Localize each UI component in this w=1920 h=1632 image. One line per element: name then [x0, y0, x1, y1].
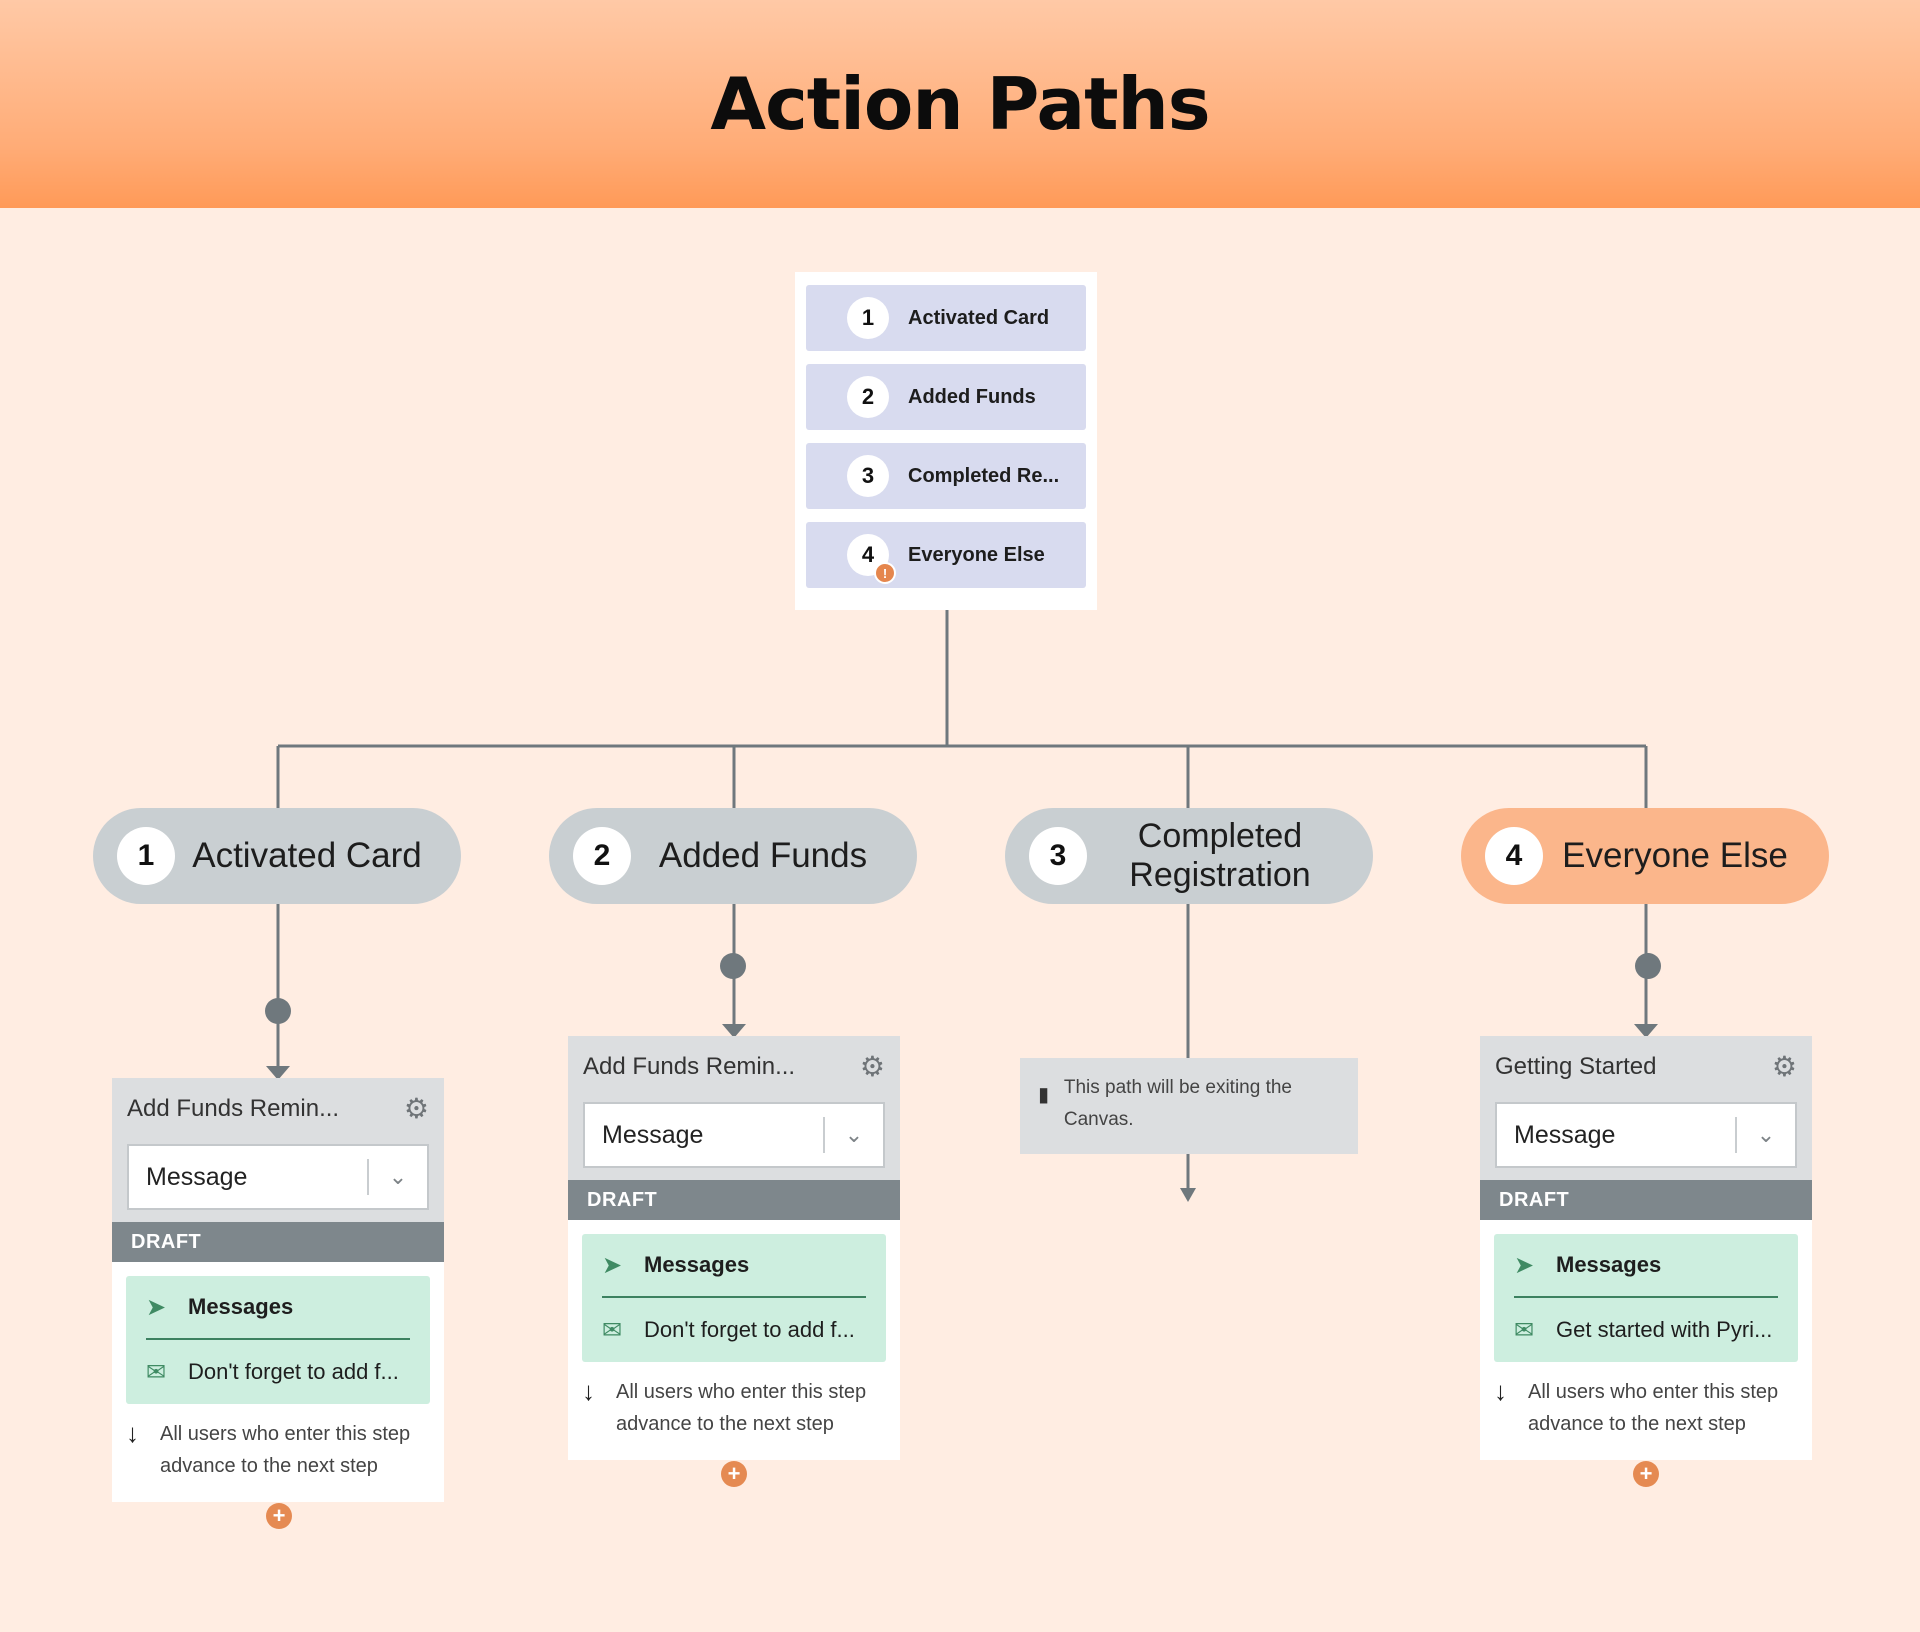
channel-select-value: Message	[602, 1120, 704, 1149]
path-item-added-funds[interactable]: 2 Added Funds	[806, 364, 1086, 430]
step-title: Add Funds Remin...	[127, 1095, 340, 1122]
exit-canvas-notice: ▮ This path will be exiting the Canvas.	[1020, 1058, 1358, 1154]
path-item-label: Activated Card	[908, 306, 1050, 329]
arrow-down-icon: ↓	[1494, 1376, 1507, 1406]
envelope-icon: ✉	[602, 1316, 623, 1344]
branch-label: Everyone Else	[1562, 835, 1788, 875]
advance-text: All users who enter this step advance to…	[160, 1423, 411, 1477]
path-number-badge: 2	[847, 376, 889, 418]
channel-select-value: Message	[1514, 1120, 1616, 1149]
messages-panel[interactable]: ➤ Messages ✉ Don't forget to add f...	[126, 1276, 430, 1404]
path-item-label: Added Funds	[908, 385, 1036, 408]
paper-plane-icon: ➤	[1514, 1251, 1535, 1279]
status-badge: DRAFT	[1480, 1180, 1812, 1220]
message-name: Don't forget to add f...	[644, 1317, 855, 1342]
step-title: Add Funds Remin...	[583, 1053, 796, 1080]
paper-plane-icon: ➤	[146, 1293, 167, 1321]
add-step-button[interactable]: +	[266, 1503, 292, 1529]
envelope-icon: ✉	[146, 1358, 167, 1386]
path-item-label: Completed Re...	[908, 464, 1060, 487]
chevron-down-icon: ⌄	[1756, 1122, 1776, 1147]
advance-text: All users who enter this step advance to…	[1528, 1381, 1779, 1435]
channel-select[interactable]: Message ⌄	[1495, 1102, 1797, 1168]
step-title: Getting Started	[1495, 1053, 1657, 1080]
channel-select-value: Message	[146, 1162, 248, 1191]
gear-icon[interactable]: ⚙	[403, 1093, 429, 1124]
arrow-down-icon: ↓	[126, 1418, 139, 1448]
action-paths-list: 1 Activated Card 2 Added Funds 3 Complet…	[795, 272, 1097, 610]
channel-select[interactable]: Message ⌄	[127, 1144, 429, 1210]
branch-number-badge: 2	[573, 827, 631, 885]
channel-select[interactable]: Message ⌄	[583, 1102, 885, 1168]
path-item-everyone-else[interactable]: 4! Everyone Else	[806, 522, 1086, 588]
path-number-badge: 1	[847, 297, 889, 339]
path-item-completed-registration[interactable]: 3 Completed Re...	[806, 443, 1086, 509]
branch-added-funds[interactable]: 2 Added Funds	[549, 808, 917, 904]
chevron-down-icon: ⌄	[388, 1164, 408, 1189]
path-item-label: Everyone Else	[908, 543, 1045, 566]
branch-number-badge: 3	[1029, 827, 1087, 885]
messages-label: Messages	[644, 1252, 750, 1277]
exit-text: This path will be exiting the Canvas.	[1063, 1077, 1292, 1131]
path-item-activated-card[interactable]: 1 Activated Card	[806, 285, 1086, 351]
header-banner: Action Paths	[0, 0, 1920, 208]
message-step-card-everyone-else[interactable]: Getting Started ⚙ Message ⌄ DRAFT ➤ Messa…	[1480, 1036, 1812, 1460]
message-name: Get started with Pyri...	[1556, 1317, 1773, 1342]
paper-plane-icon: ➤	[602, 1251, 623, 1279]
message-name: Don't forget to add f...	[188, 1359, 399, 1384]
message-step-card-activated[interactable]: Add Funds Remin... ⚙ Message ⌄ DRAFT ➤ Me…	[112, 1078, 444, 1502]
messages-label: Messages	[1556, 1252, 1662, 1277]
envelope-icon: ✉	[1514, 1316, 1535, 1344]
advance-text: All users who enter this step advance to…	[616, 1381, 867, 1435]
add-step-button[interactable]: +	[1633, 1461, 1659, 1487]
gear-icon[interactable]: ⚙	[859, 1051, 885, 1082]
arrow-down-icon: ↓	[582, 1376, 595, 1406]
add-step-button[interactable]: +	[721, 1461, 747, 1487]
gear-icon[interactable]: ⚙	[1771, 1051, 1797, 1082]
path-number-badge: 3	[847, 455, 889, 497]
status-badge: DRAFT	[112, 1222, 444, 1262]
branch-completed-registration[interactable]: 3 Completed Registration	[1005, 808, 1373, 904]
page-title: Action Paths	[710, 62, 1210, 146]
branch-label: Activated Card	[192, 835, 422, 875]
messages-panel[interactable]: ➤ Messages ✉ Get started with Pyri...	[1494, 1234, 1798, 1362]
messages-panel[interactable]: ➤ Messages ✉ Don't forget to add f...	[582, 1234, 886, 1362]
branch-activated-card[interactable]: 1 Activated Card	[93, 808, 461, 904]
branch-label: Completed Registration	[1129, 816, 1311, 894]
messages-label: Messages	[188, 1294, 294, 1319]
path-number-badge: 4!	[847, 534, 896, 584]
branch-everyone-else[interactable]: 4 Everyone Else	[1461, 808, 1829, 904]
branch-label: Added Funds	[658, 835, 868, 875]
branch-number-badge: 1	[117, 827, 175, 885]
chevron-down-icon: ⌄	[844, 1122, 864, 1147]
warning-icon: !	[874, 562, 896, 584]
status-badge: DRAFT	[568, 1180, 900, 1220]
branch-number-badge: 4	[1485, 827, 1543, 885]
door-exit-icon: ▮	[1038, 1084, 1050, 1106]
message-step-card-added-funds[interactable]: Add Funds Remin... ⚙ Message ⌄ DRAFT ➤ Me…	[568, 1036, 900, 1460]
